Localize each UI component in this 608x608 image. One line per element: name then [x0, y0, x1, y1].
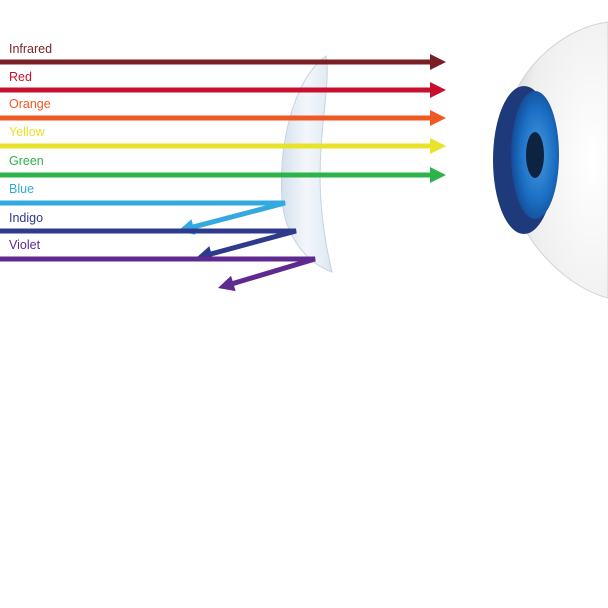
ray-violet: Violet: [0, 238, 316, 292]
ray-indigo: Indigo: [0, 211, 297, 262]
ray-arrowhead-infrared: [430, 54, 446, 70]
ray-green: Green: [0, 154, 446, 183]
ray-label-red: Red: [9, 70, 32, 84]
ray-label-indigo: Indigo: [9, 211, 43, 225]
ray-arrowhead-orange: [430, 110, 446, 126]
ray-label-yellow: Yellow: [9, 125, 46, 139]
ray-infrared: Infrared: [0, 42, 446, 70]
ray-orange: Orange: [0, 97, 446, 126]
ray-arrowhead-violet: [218, 275, 236, 292]
ray-line-indigo: [0, 228, 297, 258]
ray-label-infrared: Infrared: [9, 42, 52, 56]
ray-label-violet: Violet: [9, 238, 41, 252]
ray-arrowhead-red: [430, 82, 446, 98]
ray-arrowhead-green: [430, 167, 446, 183]
ray-label-green: Green: [9, 154, 44, 168]
ray-label-blue: Blue: [9, 182, 34, 196]
contact-lens: [280, 55, 333, 273]
ray-yellow: Yellow: [0, 125, 446, 154]
ray-line-blue: [0, 200, 286, 231]
rays-layer: InfraredRedOrangeYellowGreenBlueIndigoVi…: [0, 42, 446, 292]
ray-line-violet: [0, 256, 316, 287]
ray-blue: Blue: [0, 182, 286, 235]
ray-red: Red: [0, 70, 446, 98]
ray-arrowhead-yellow: [430, 138, 446, 154]
eye: [493, 21, 608, 299]
pupil: [526, 132, 544, 178]
ray-label-orange: Orange: [9, 97, 51, 111]
